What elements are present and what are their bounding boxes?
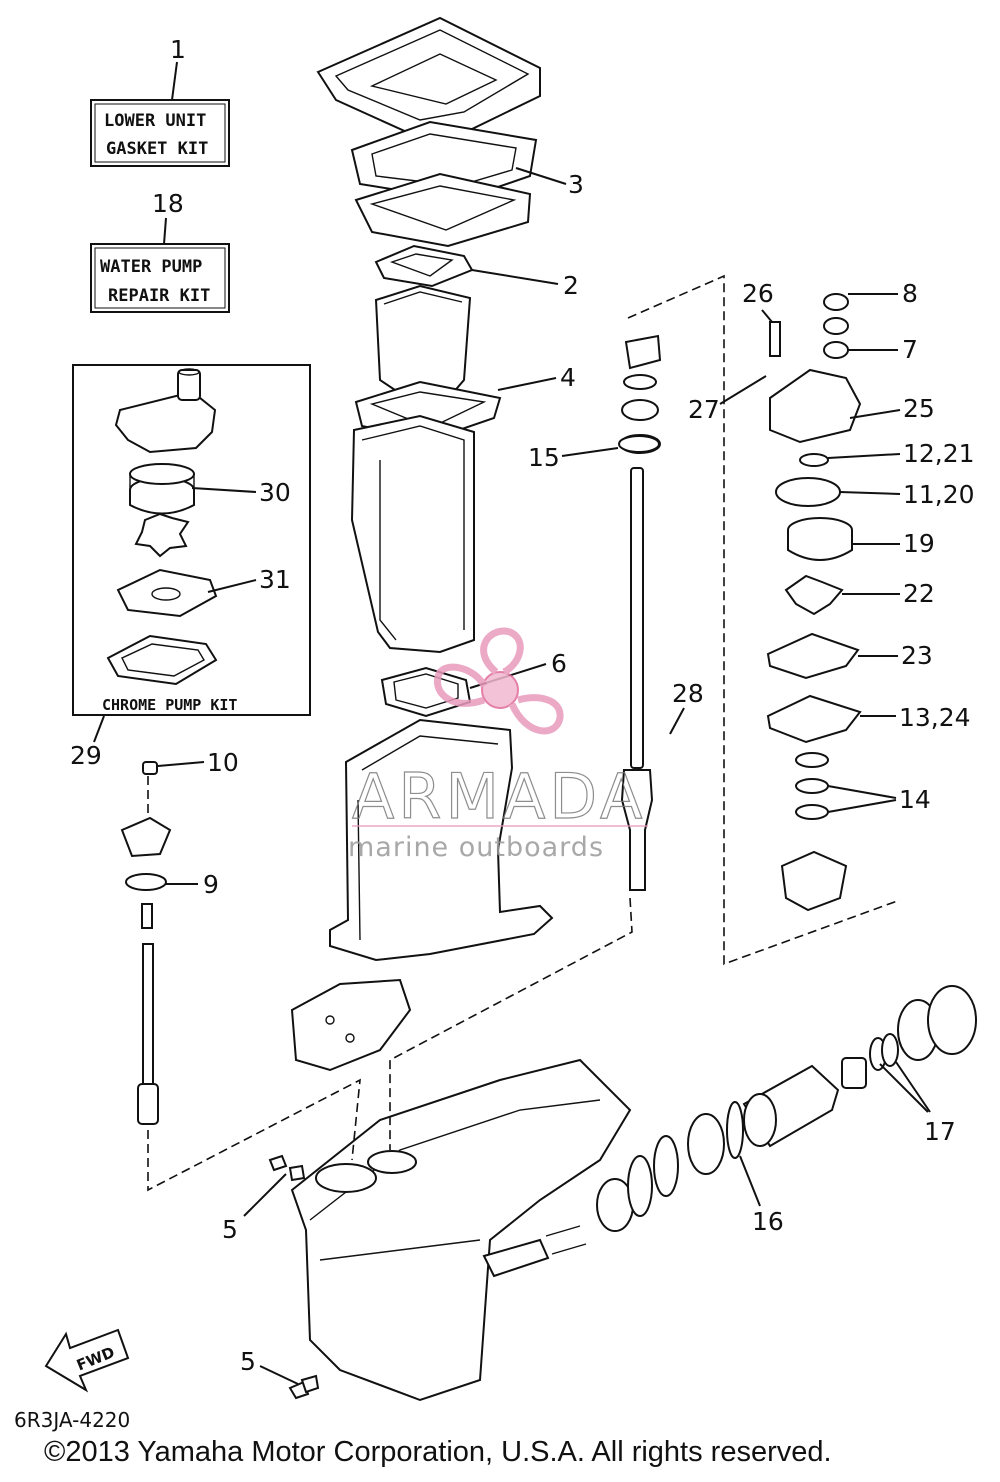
callout-9: 9 (203, 870, 219, 899)
bolts (268, 1154, 320, 1400)
callout-22: 22 (903, 579, 935, 608)
propshaft-parts (596, 985, 977, 1232)
propeller-logo-icon (433, 627, 564, 735)
water-pump-repair-kit-box: 18 WATER PUMP REPAIR KIT (90, 189, 230, 313)
callout-10: 10 (207, 748, 239, 777)
callout-25: 25 (903, 394, 935, 423)
callout-27: 27 (688, 395, 720, 424)
lower-gearcase (290, 1058, 632, 1402)
shift-rod (120, 761, 172, 1125)
callout-3: 3 (568, 170, 584, 199)
callouts: 3 2 4 6 15 28 26 27 8 7 25 12,21 11,20 1… (157, 167, 975, 1385)
chrome-pump-kit-label: CHROME PUMP KIT (102, 696, 237, 714)
callout-23: 23 (901, 641, 933, 670)
callout-16: 16 (752, 1207, 784, 1236)
callout-5-upper: 5 (222, 1215, 238, 1244)
callout-17: 17 (924, 1117, 956, 1146)
assembly-lines (147, 274, 901, 1192)
callout-15: 15 (528, 443, 560, 472)
drive-shaft (619, 334, 662, 891)
callout-19: 19 (903, 529, 935, 558)
callout-28: 28 (672, 679, 704, 708)
callout-12-21: 12,21 (903, 439, 975, 468)
callout-4: 4 (560, 363, 576, 392)
callout-26: 26 (742, 279, 774, 308)
armada-watermark: ARMADA marine outboards (348, 627, 648, 863)
callout-11-20: 11,20 (903, 480, 975, 509)
callout-2: 2 (563, 271, 579, 300)
fwd-arrow-icon: FWD (44, 1328, 130, 1393)
callout-30: 30 (259, 478, 291, 507)
lower-unit-gasket-kit-box: 1 LOWER UNIT GASKET KIT (90, 35, 230, 167)
callout-6: 6 (551, 649, 567, 678)
water-pump-kit-line2: REPAIR KIT (108, 286, 210, 306)
callout-18: 18 (152, 189, 184, 218)
callout-29: 29 (70, 741, 102, 770)
water-pump-kit-line1: WATER PUMP (100, 257, 202, 277)
callout-14: 14 (899, 785, 931, 814)
callout-7: 7 (902, 335, 918, 364)
copyright-notice: ©2013 Yamaha Motor Corporation, U.S.A. A… (44, 1436, 832, 1468)
watermark-brand: ARMADA (352, 760, 646, 833)
callout-8: 8 (902, 279, 918, 308)
chrome-pump-kit-box: CHROME PUMP KIT 29 30 31 (70, 364, 311, 770)
lower-unit-kit-line2: GASKET KIT (106, 139, 208, 159)
lower-unit-kit-line1: LOWER UNIT (104, 111, 206, 131)
diagram-code: 6R3JA-4220 (14, 1408, 131, 1432)
callout-1: 1 (170, 35, 186, 64)
callout-5-lower: 5 (240, 1347, 256, 1376)
callout-13-24: 13,24 (899, 703, 971, 732)
watermark-tagline: marine outboards (348, 832, 604, 863)
callout-31: 31 (259, 565, 291, 594)
water-pump-stack (766, 103, 862, 912)
upper-casing-assembly (290, 16, 554, 1072)
